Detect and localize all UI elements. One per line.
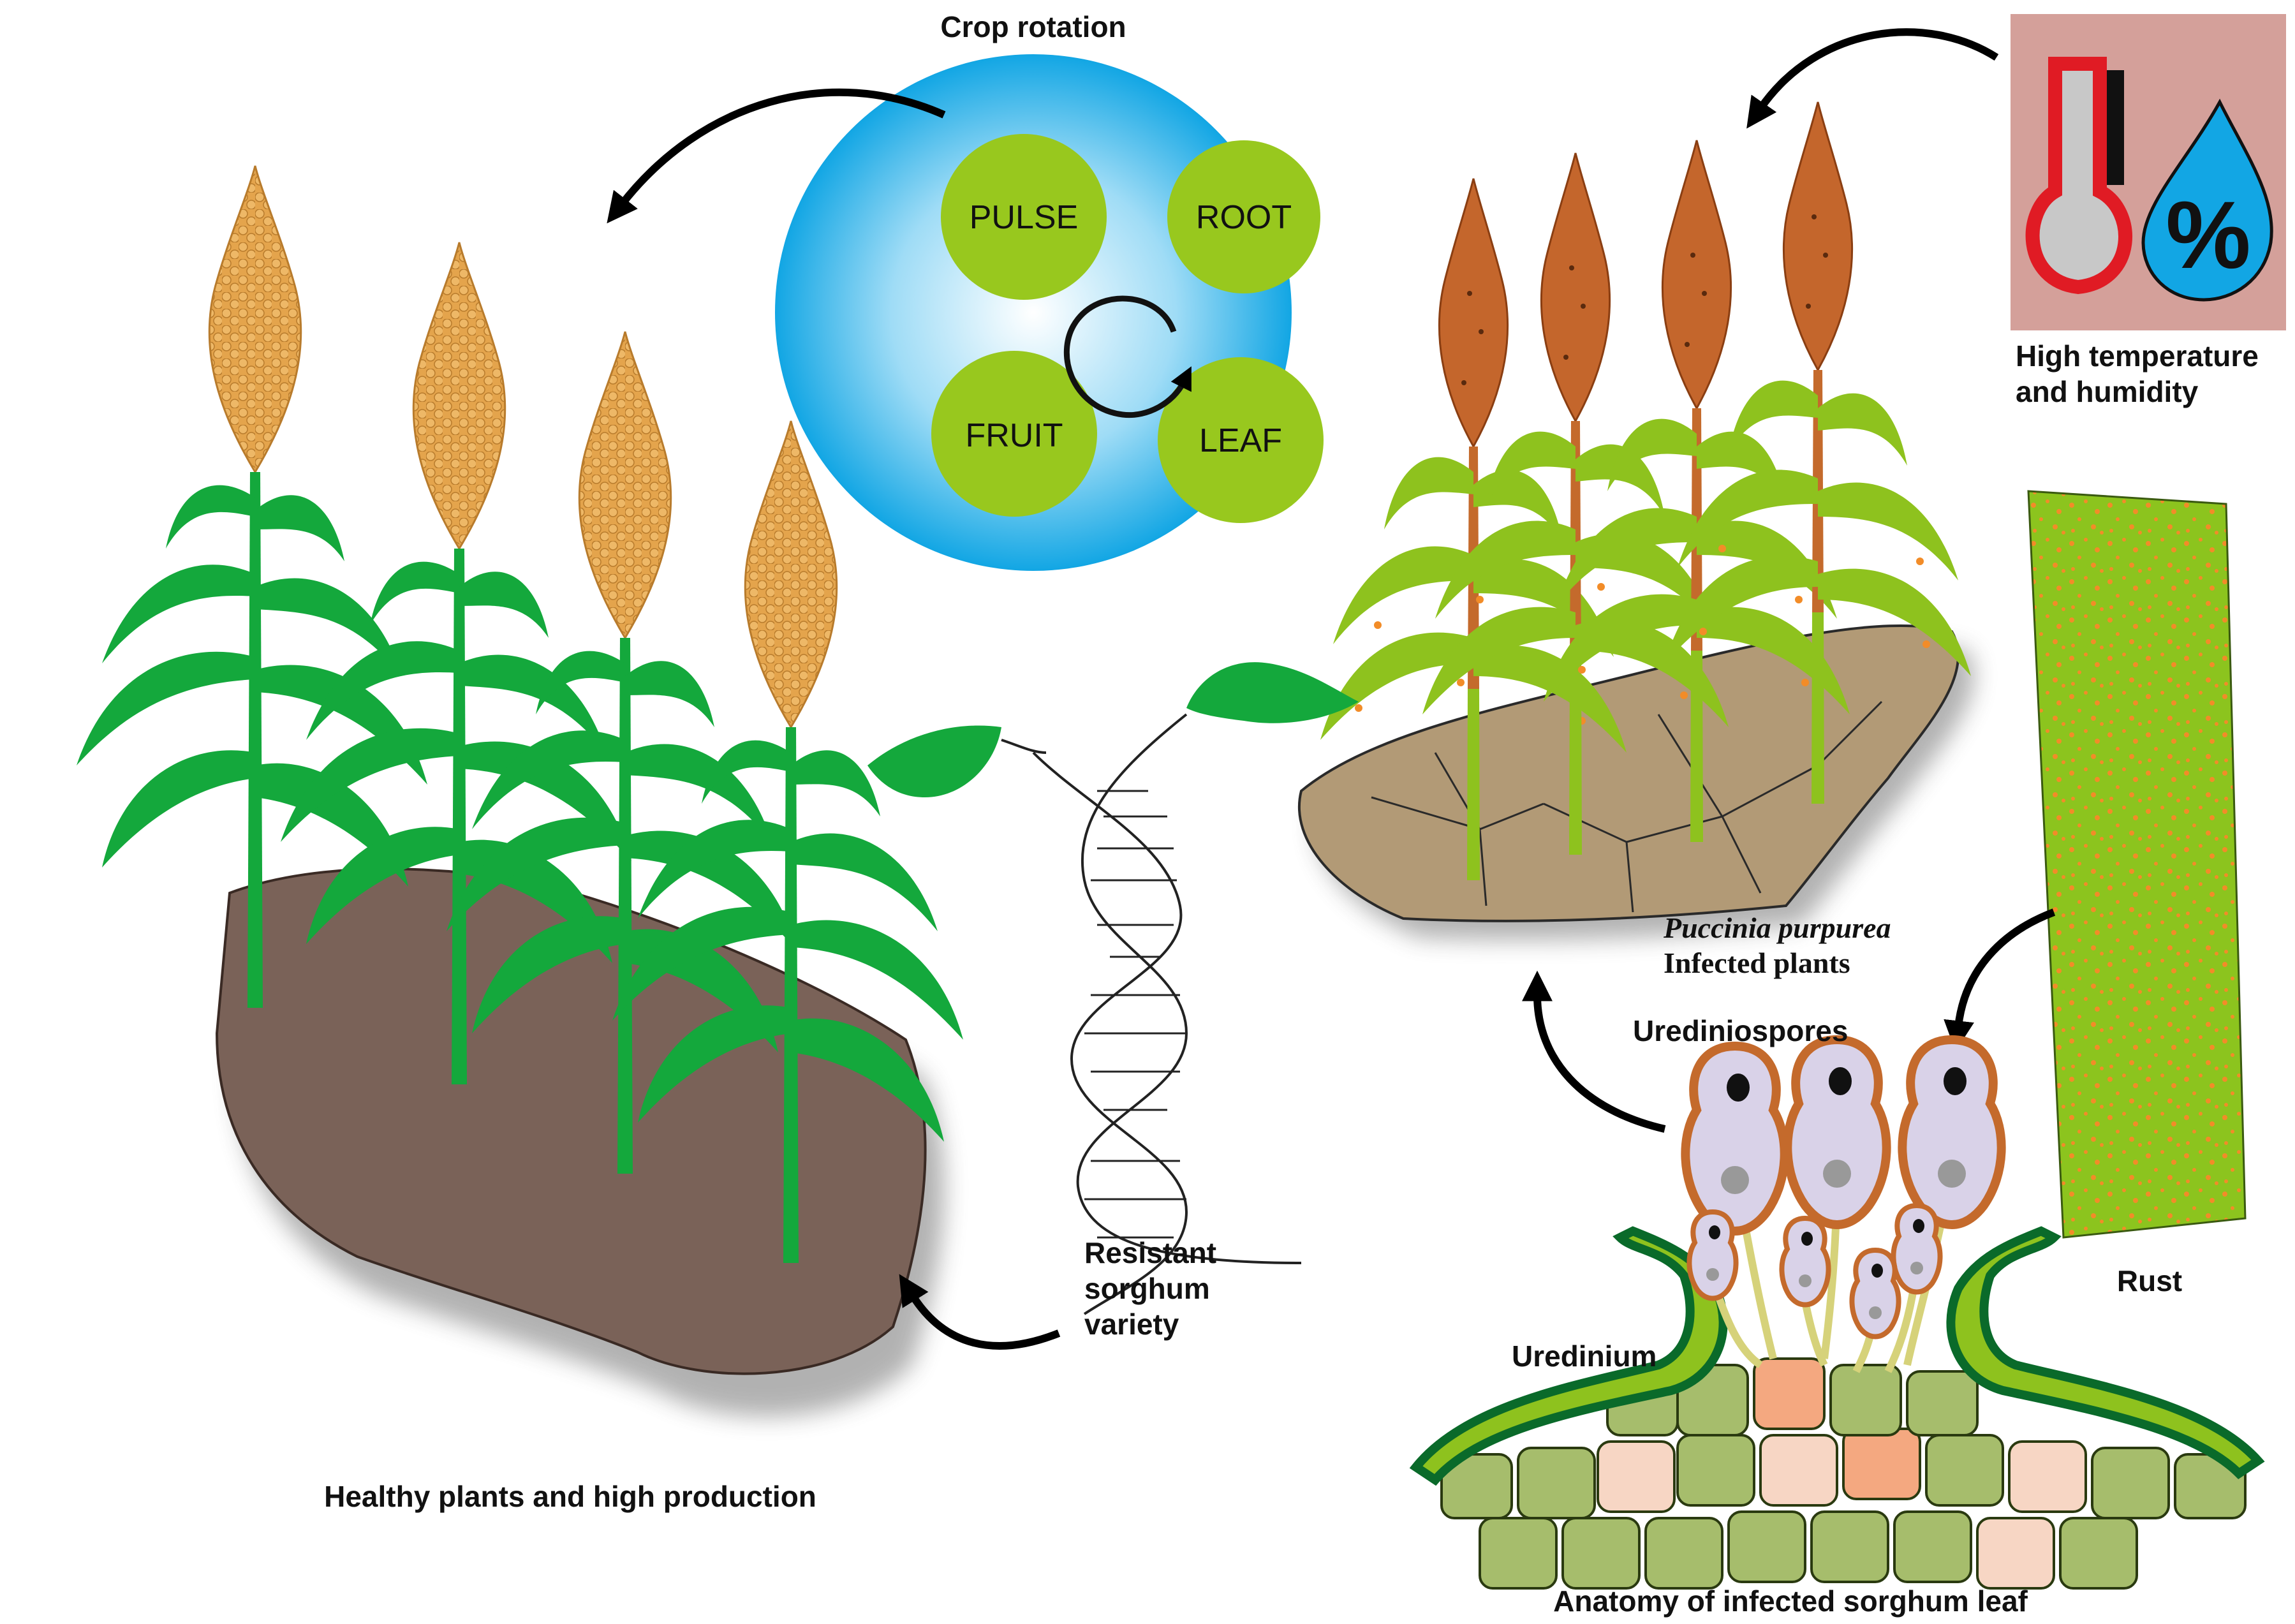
healthy-caption: Healthy plants and high production [324,1480,816,1513]
infected-field [1297,101,1974,940]
resistant-label-line3: variety [1084,1308,1179,1341]
healthy-field [75,165,964,1417]
infected-plants-label: Infected plants [1664,947,1850,979]
thermometer-icon [2025,57,2132,295]
humidity-drop-icon [2141,98,2273,302]
dna-leaf-left [867,725,1001,797]
rotation-item-root: ROOT [1196,199,1292,236]
resistant-variety-dna [867,662,1359,1315]
crop-rotation-title: Crop rotation [940,10,1126,43]
rust-label: Rust [2117,1264,2182,1297]
urediniospore-small-2 [1782,1218,1828,1305]
anatomy-caption: Anatomy of infected sorghum leaf [1553,1584,2028,1618]
leaf-cells [1440,1357,2247,1590]
rotation-cycle-arrow [1063,295,1192,418]
arrow-rotation-to-healthy [607,88,946,224]
arrow-climate-to-infected [1746,28,1999,129]
crop-rotation: Crop rotation PULSE ROOT FRUIT LEAF [775,10,1324,571]
pathogen-name: Puccinia purpurea [1663,912,1891,944]
climate-label-line2: and humidity [2016,375,2199,408]
rust-leaf-strip [2027,490,2247,1239]
arrow-rust-to-spores [1944,908,2056,1052]
urediniospore-large-3 [1902,1040,2001,1225]
rotation-item-fruit: FRUIT [965,417,1063,454]
rotation-fruit-circle [931,351,1097,517]
soil-cracks [1371,700,1883,913]
rotation-leaf-circle [1158,357,1324,523]
rotation-item-leaf: LEAF [1199,422,1282,459]
epidermis-right [1946,1226,2265,1480]
epidermis-left [1409,1226,1728,1486]
urediniospore-small-4 [1852,1250,1898,1337]
urediniospore-small-1 [1689,1212,1736,1299]
rotation-root-circle [1167,140,1320,293]
urediniospore-large-2 [1787,1040,1886,1225]
dna-rungs [1084,790,1186,1239]
rotation-item-pulse: PULSE [970,199,1079,236]
rotation-pulse-circle [941,134,1107,300]
dna-leaf-stem-left [1001,739,1047,754]
leaf-anatomy [1409,1040,2265,1590]
dna-leaf-right [1186,662,1359,723]
urediniospore-small-3 [1893,1206,1940,1292]
urediniospores-label: Urediniospores [1633,1014,1848,1047]
uredinium-label: Uredinium [1512,1340,1657,1373]
resistant-label-line1: Resistant [1084,1236,1216,1269]
dna-strand-b [1076,713,1302,1264]
urediniospore-large-1 [1685,1046,1784,1231]
climate-icon-panel: % [2011,14,2286,330]
dna-strand-a [1032,751,1188,1315]
arrow-resistant-to-healthy [899,1274,1061,1350]
resistant-label-line2: sorghum [1084,1272,1210,1305]
climate-label-line1: High temperature [2016,339,2259,373]
infected-soil [1297,624,1959,922]
arrow-spores-to-infected [1522,970,1666,1133]
humidity-percent-symbol: % [2166,181,2250,288]
thermometer-scale-bar [2104,70,2124,185]
